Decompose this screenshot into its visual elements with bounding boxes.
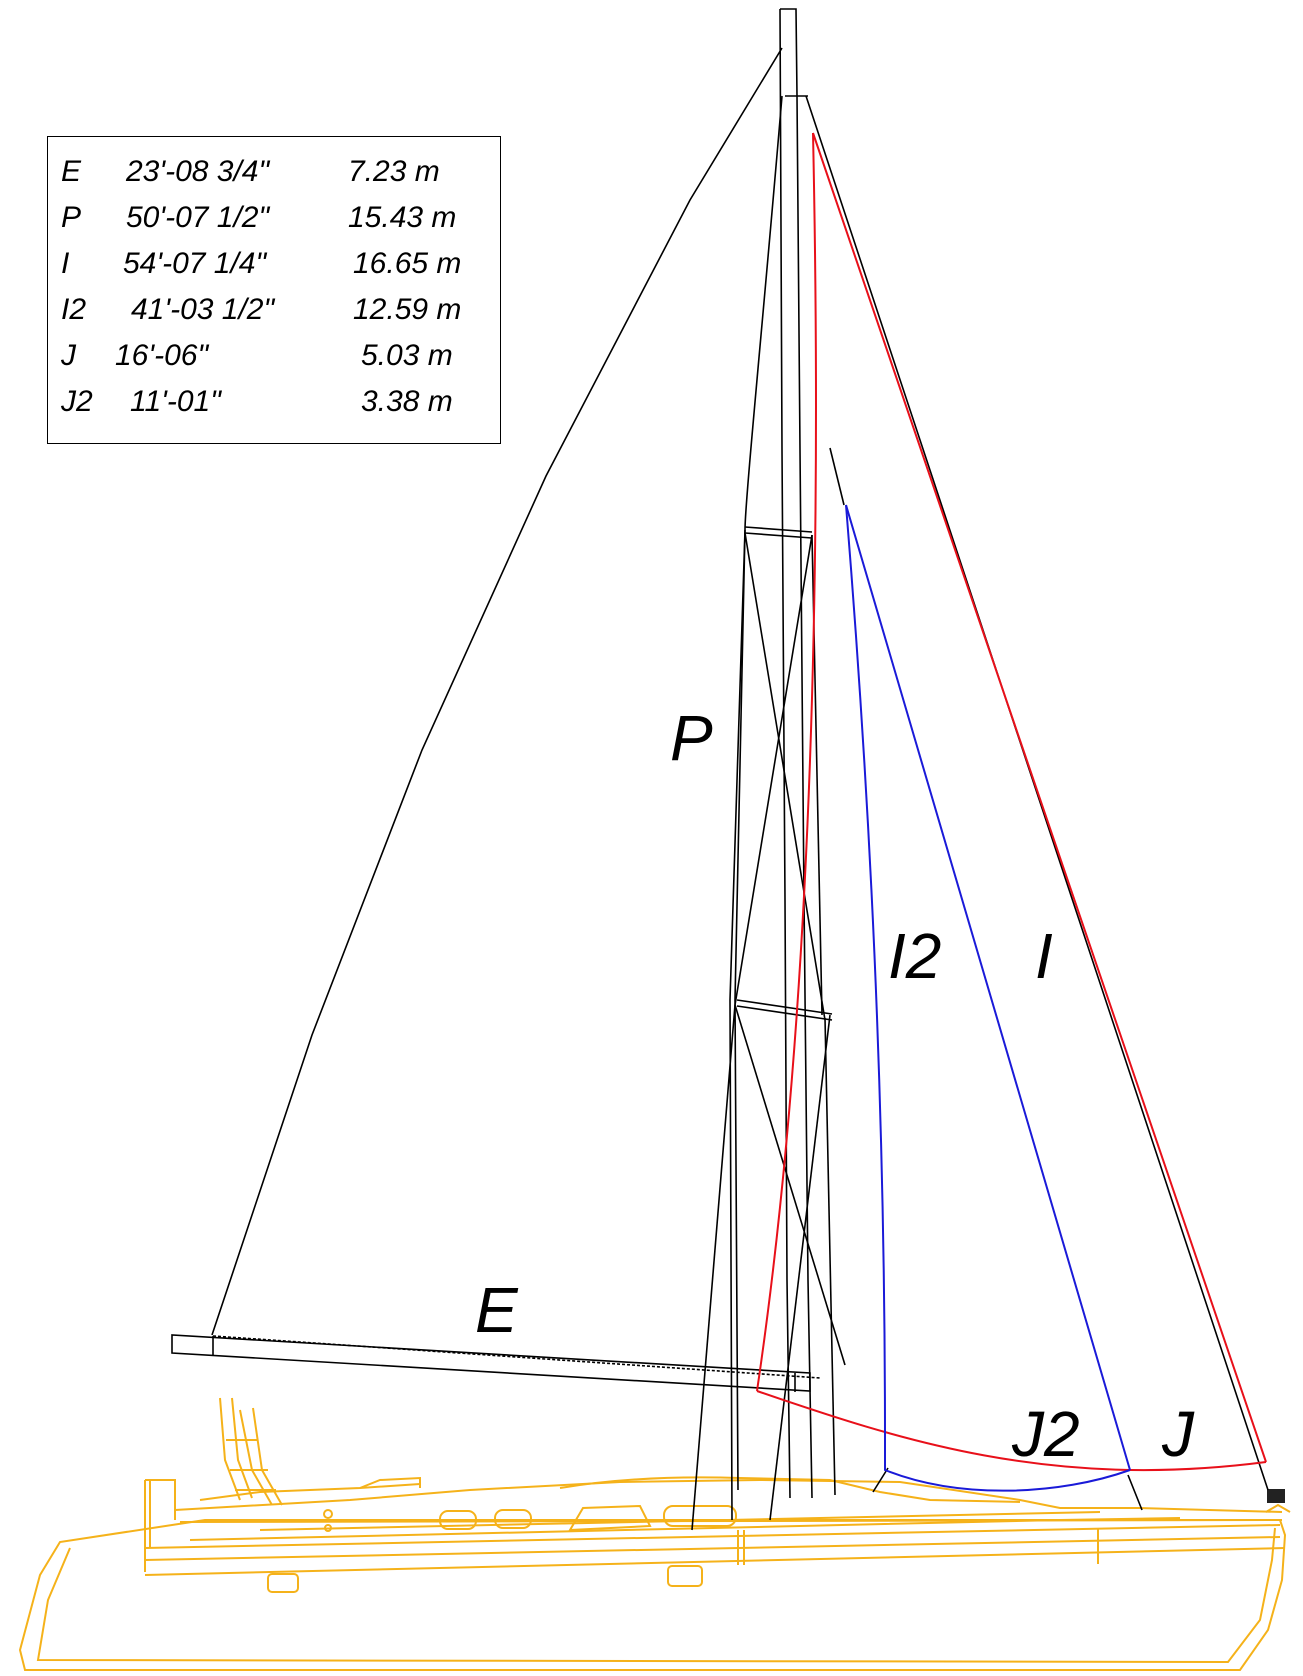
- dim-label: I: [61, 247, 70, 280]
- dim-imperial: 41'-03 1/2": [131, 293, 275, 326]
- dim-row-J: J 16'-06" 5.03 m: [48, 339, 500, 379]
- dim-label: E: [61, 155, 82, 188]
- dim-label: J: [61, 339, 76, 372]
- dim-label: P: [61, 201, 82, 234]
- dim-metric: 3.38 m: [361, 385, 453, 418]
- dim-imperial: 16'-06": [115, 339, 209, 372]
- dim-imperial: 11'-01": [130, 385, 221, 418]
- jib-I2-J2: [845, 504, 1131, 1492]
- dim-label: I2: [61, 293, 87, 326]
- label-J2: J2: [1012, 1398, 1080, 1470]
- dim-row-I: I 54'-07 1/4" 16.65 m: [48, 247, 500, 287]
- label-I: I: [1035, 920, 1053, 992]
- dim-imperial: 54'-07 1/4": [123, 247, 267, 280]
- dimensions-table: E 23'-08 3/4" 7.23 m P 50'-07 1/2" 15.43…: [47, 136, 501, 444]
- genoa-I-J: [756, 132, 1267, 1472]
- dim-metric: 5.03 m: [361, 339, 453, 372]
- label-E: E: [475, 1274, 518, 1346]
- dim-metric: 15.43 m: [348, 201, 457, 234]
- label-P: P: [670, 702, 713, 774]
- dim-row-P: P 50'-07 1/2" 15.43 m: [48, 201, 500, 241]
- dim-row-E: E 23'-08 3/4" 7.23 m: [48, 155, 500, 195]
- dim-metric: 12.59 m: [353, 293, 462, 326]
- dim-metric: 7.23 m: [348, 155, 440, 188]
- label-J: J: [1162, 1398, 1194, 1470]
- hull-profile: [18, 1397, 1291, 1671]
- dim-imperial: 23'-08 3/4": [126, 155, 270, 188]
- dim-row-I2: I2 41'-03 1/2" 12.59 m: [48, 293, 500, 333]
- label-I2: I2: [888, 920, 942, 992]
- dim-row-J2: J2 11'-01" 3.38 m: [48, 385, 500, 425]
- dim-imperial: 50'-07 1/2": [126, 201, 270, 234]
- dim-label: J2: [61, 385, 93, 418]
- dim-metric: 16.65 m: [353, 247, 462, 280]
